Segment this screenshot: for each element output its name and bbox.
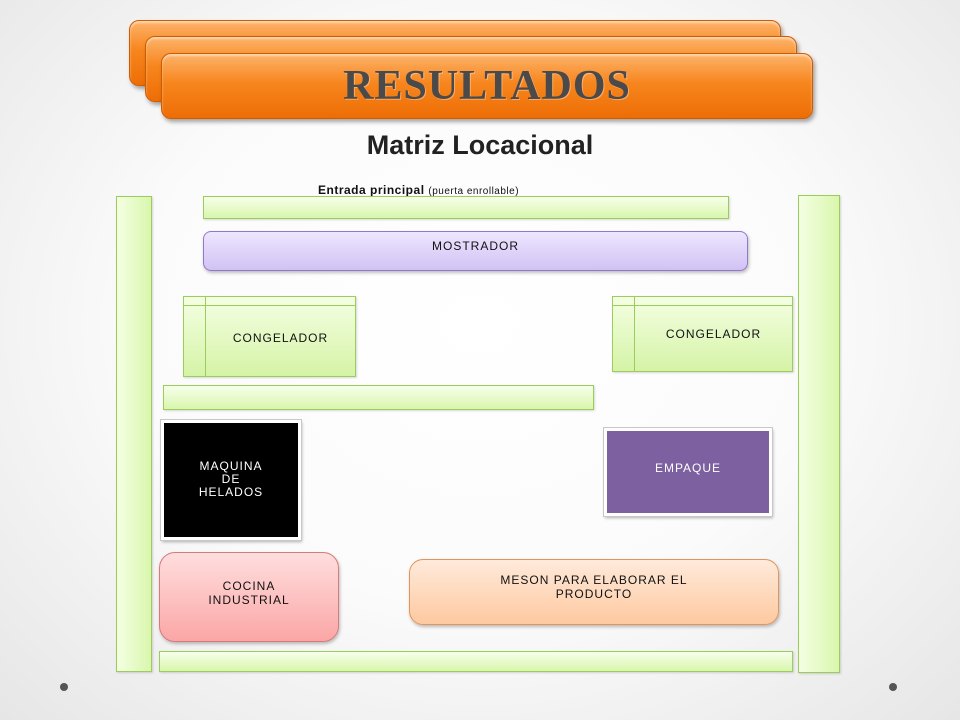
freezer-right-label: CONGELADOR: [665, 327, 762, 341]
left-wall: [116, 196, 152, 672]
industrial-kitchen: COCINA INDUSTRIAL: [159, 552, 339, 642]
freezer-right-divider: [634, 297, 635, 371]
ice-cream-machine: MAQUINA DE HELADOS: [161, 420, 301, 540]
page-subtitle: Matriz Locacional: [366, 130, 594, 160]
title-banner-front: [161, 53, 813, 119]
mostrador-label: MOSTRADOR: [432, 239, 519, 253]
industrial-kitchen-label-1: COCINA: [222, 579, 276, 593]
right-wall: [798, 195, 840, 673]
freezer-left-label: CONGELADOR: [232, 331, 329, 345]
prep-counter: MESON PARA ELABORAR EL PRODUCTO: [409, 559, 779, 625]
freezer-right: CONGELADOR: [612, 296, 793, 372]
page-title: RESULTADOS: [343, 63, 631, 109]
entrance-label-text: Entrada principal: [318, 183, 425, 197]
packaging-label: EMPAQUE: [654, 461, 722, 475]
middle-bar: [163, 385, 594, 410]
freezer-left: CONGELADOR: [183, 296, 356, 377]
entrance-label-note: (puerta enrollable): [428, 186, 520, 197]
industrial-kitchen-label-2: INDUSTRIAL: [208, 593, 290, 607]
entrance-label: Entrada principal (puerta enrollable): [318, 183, 519, 197]
freezer-left-divider: [205, 297, 206, 376]
prep-counter-label-1: MESON PARA ELABORAR EL: [500, 573, 688, 587]
ice-cream-machine-label-1: MAQUINA: [199, 459, 263, 473]
mostrador-area: MOSTRADOR: [203, 231, 748, 271]
bottom-bar: [159, 651, 793, 672]
freezer-left-lid: [184, 305, 355, 306]
freezer-right-lid: [613, 305, 792, 306]
ice-cream-machine-label-3: HELADOS: [198, 485, 264, 499]
prep-counter-label-2: PRODUCTO: [555, 587, 633, 601]
slide-dot-left: [60, 683, 68, 691]
entrance-bar: [203, 196, 729, 219]
packaging-area: EMPAQUE: [604, 428, 772, 516]
ice-cream-machine-label-2: DE: [221, 472, 241, 486]
slide-dot-right: [889, 683, 897, 691]
